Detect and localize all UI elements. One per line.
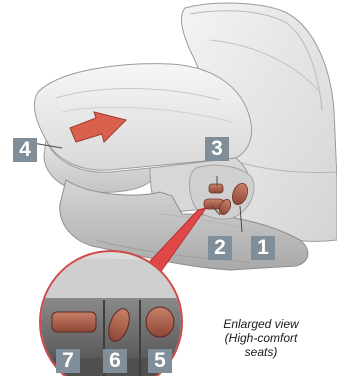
callout-4: 4: [13, 138, 37, 162]
callout-7: 7: [56, 349, 80, 373]
switch-3[interactable]: [209, 184, 223, 193]
switch-7[interactable]: [52, 312, 96, 332]
switch-5[interactable]: [146, 307, 174, 337]
caption-line-1: Enlarged view: [200, 317, 322, 331]
callout-6: 6: [103, 349, 127, 373]
caption-line-2: (High-comfort: [200, 331, 322, 345]
caption-line-3: seats): [200, 345, 322, 359]
callout-2: 2: [208, 236, 232, 260]
callout-3: 3: [205, 137, 229, 161]
callout-1: 1: [251, 236, 275, 260]
callout-5: 5: [148, 349, 172, 373]
enlarged-view-caption: Enlarged view (High-comfort seats): [200, 317, 322, 359]
